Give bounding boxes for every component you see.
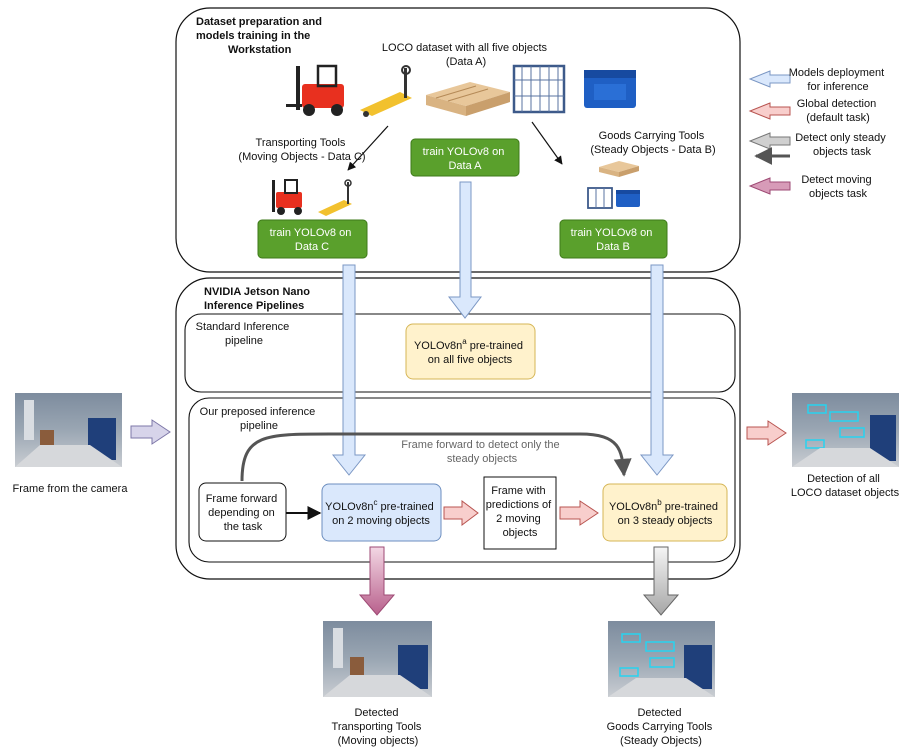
train-data-a-box	[410, 138, 520, 177]
yolo-a-box	[405, 323, 536, 380]
moving-output-arrow	[358, 546, 396, 616]
transport-tools-label: Transporting Tools (Moving Objects - Dat…	[238, 137, 365, 163]
steady-detection-image	[608, 621, 715, 697]
frame-predictions-text: Frame with predictions of 2 moving objec…	[486, 485, 555, 539]
train-data-c-text: train YOLOv8 on Data C	[270, 227, 355, 253]
small-blue-box-icon	[616, 190, 640, 207]
train-data-c-box	[257, 219, 368, 259]
deploy-arrow-b	[639, 264, 675, 476]
yolo-c-box	[321, 483, 442, 542]
frame-to-yolo-b-arrow	[559, 500, 599, 526]
moving-detection-label: Detected Transporting Tools (Moving obje…	[332, 707, 425, 747]
deploy-arrow-a	[447, 181, 483, 319]
moving-detection-image	[323, 621, 432, 697]
goods-tools-label: Goods Carrying Tools (Steady Objects - D…	[590, 130, 715, 156]
yolo-b-box	[602, 483, 728, 542]
split-arrow-left	[347, 125, 389, 171]
split-arrow-right	[531, 121, 563, 165]
camera-input-arrow	[130, 419, 171, 445]
camera-frame-image	[15, 393, 122, 467]
yolo-b-text: YOLOv8nb pre-trained on 3 steady objects	[609, 498, 721, 527]
global-output-arrow	[746, 420, 787, 446]
proposed-pipeline-container	[188, 397, 736, 563]
small-forklift-icon	[272, 179, 302, 215]
legend-pink-label: Detect moving objects task	[801, 174, 874, 200]
pallet-jack-icon	[360, 65, 412, 117]
yolo-c-text: YOLOv8nc pre-trained on 2 moving objects	[325, 498, 437, 527]
wooden-pallet-icon	[426, 82, 510, 116]
yolo-c-to-frame-arrow	[443, 500, 479, 526]
steady-output-arrow	[642, 546, 680, 616]
red-arrow-icon	[748, 102, 791, 120]
small-pallet-jack-icon	[318, 179, 352, 216]
blue-arrow-icon	[748, 70, 791, 88]
jetson-title: NVIDIA Jetson Nano Inference Pipelines	[204, 286, 313, 312]
standard-pipeline-container	[184, 313, 736, 393]
proposed-pipeline-label: Our preposed inference pipeline	[200, 406, 319, 432]
small-pallet-icon	[599, 161, 639, 177]
frame-predictions-box	[483, 476, 557, 550]
all-detection-image	[792, 393, 899, 467]
small-cage-icon	[587, 187, 613, 209]
train-data-b-text: train YOLOv8 on Data B	[571, 227, 656, 253]
legend-red-label: Global detection (default task)	[797, 98, 880, 124]
workstation-title: Dataset preparation and models training …	[196, 16, 325, 56]
pink-arrow-icon	[748, 177, 791, 195]
steady-forward-arrow	[240, 432, 632, 482]
legend-gray-label: Detect only steady objects task	[795, 132, 889, 158]
yolo-a-text: YOLOv8na pre-trained on all five objects	[414, 337, 526, 366]
deploy-arrow-c	[331, 264, 367, 476]
legend-blue-label: Models deployment for inference	[789, 67, 887, 93]
legend: Models deployment for inference Global d…	[748, 67, 889, 200]
standard-pipeline-label: Standard Inference pipeline	[196, 321, 293, 347]
all-detection-label: Detection of all LOCO dataset objects	[791, 473, 900, 499]
forklift-icon	[286, 64, 344, 116]
loco-dataset-label: LOCO dataset with all five objects (Data…	[382, 42, 550, 68]
steady-detection-label: Detected Goods Carrying Tools (Steady Ob…	[607, 707, 716, 747]
camera-label: Frame from the camera	[13, 483, 129, 495]
steady-forward-label: Frame forward to detect only the steady …	[401, 439, 562, 465]
train-data-a-text: train YOLOv8 on Data A	[423, 146, 508, 172]
jetson-container	[175, 277, 741, 580]
train-data-b-box	[559, 219, 668, 259]
gray-arrow-icon	[748, 132, 791, 150]
frame-forward-text: Frame forward depending on the task	[206, 493, 281, 533]
blue-box-icon	[584, 70, 636, 108]
steel-cage-icon	[512, 64, 566, 114]
